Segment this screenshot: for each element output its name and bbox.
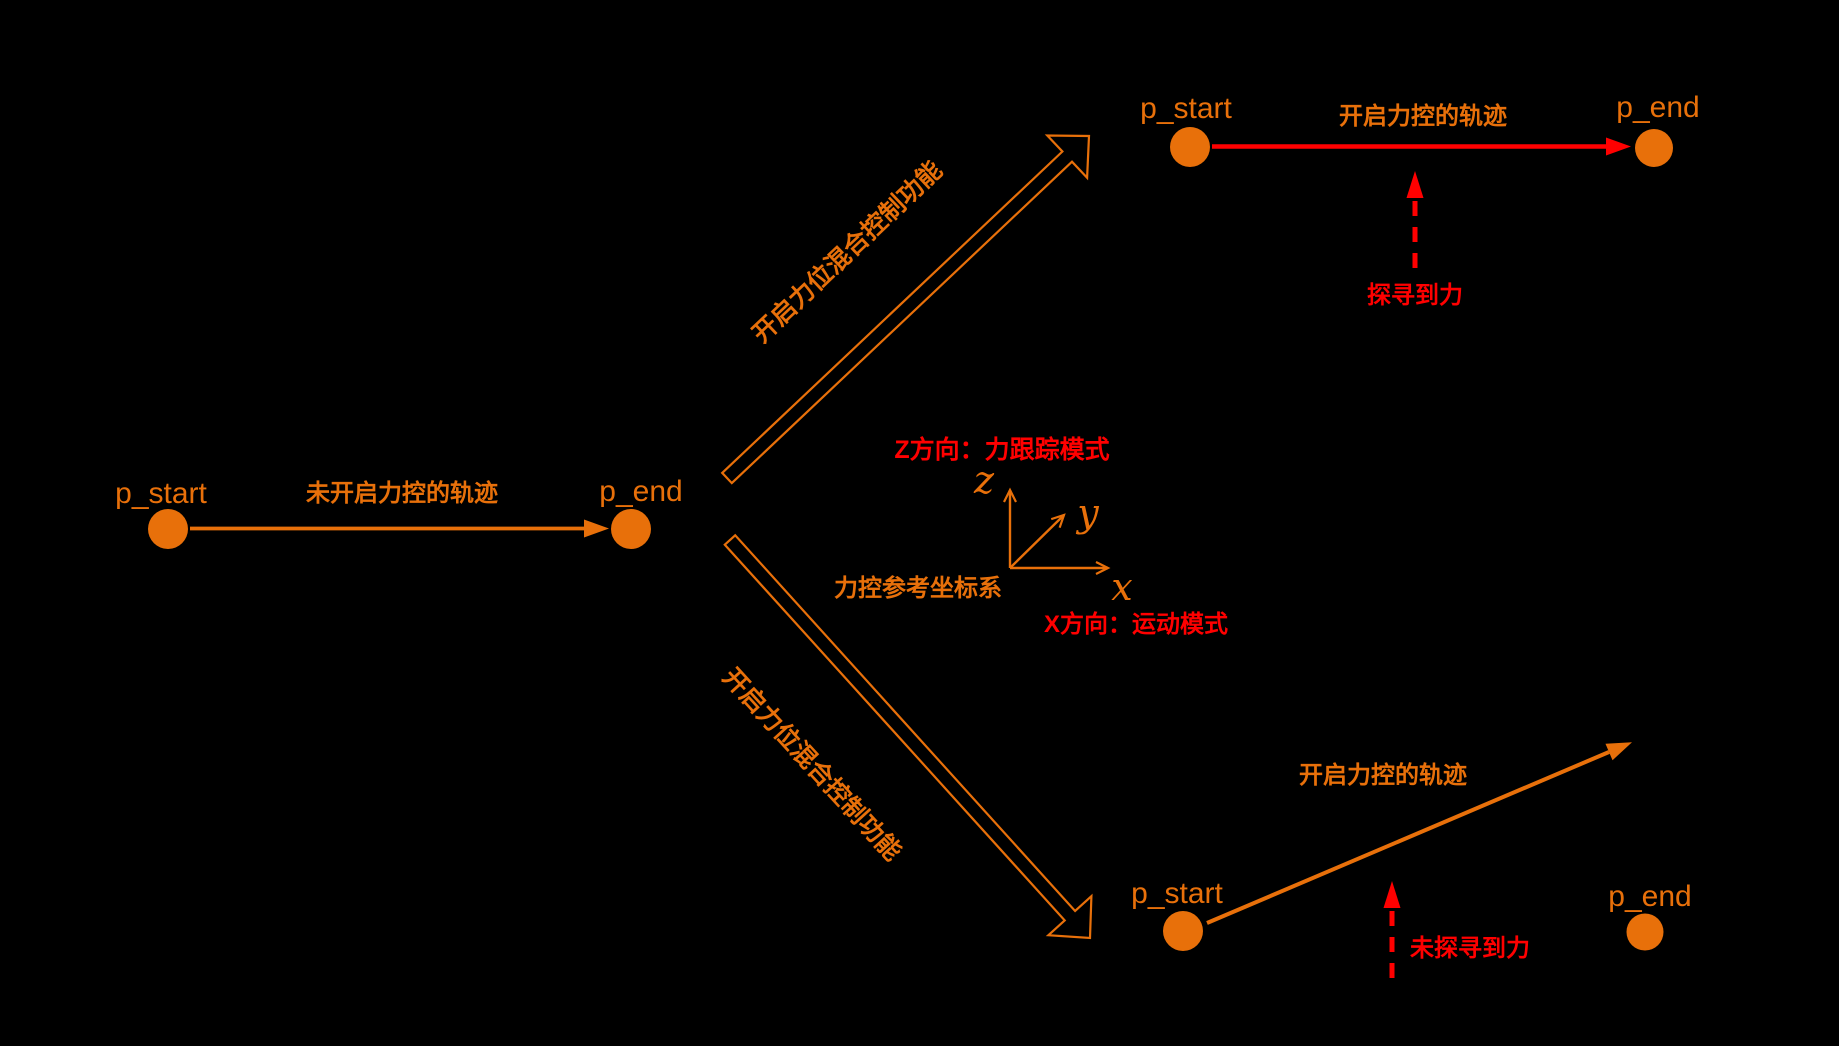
fd-trajectory-label: 开启力控的轨迹 xyxy=(1339,102,1507,130)
left-p-end-label: p_end xyxy=(599,475,682,508)
fnd-p-start-point xyxy=(1163,911,1203,951)
upper-block-arrow-label: 开启力位混合控制功能 xyxy=(746,155,947,348)
coordinate-system-caption: 力控参考坐标系 xyxy=(834,574,1002,602)
left-p-start-point xyxy=(148,509,188,549)
x-axis-letter: x xyxy=(1111,565,1132,609)
z-axis-letter: z xyxy=(973,458,995,502)
fnd-p-end-label: p_end xyxy=(1608,880,1691,913)
lower-block-arrow xyxy=(723,533,1093,940)
left-trajectory-label: 未开启力控的轨迹 xyxy=(306,479,498,507)
upper-block-arrow xyxy=(720,134,1091,485)
fnd-p-start-label: p_start xyxy=(1131,877,1223,910)
fnd-trajectory-arrow xyxy=(1206,742,1633,925)
z-mode-label: Z方向：力跟踪模式 xyxy=(894,435,1109,464)
fd-p-start-label: p_start xyxy=(1140,92,1232,125)
hybrid-control-arrows: 开启力位混合控制功能 开启力位混合控制功能 xyxy=(717,134,1093,940)
no-force-control-section: p_start 未开启力控的轨迹 p_end xyxy=(115,475,683,549)
fd-p-start-point xyxy=(1170,127,1210,167)
force-not-detected-section: p_start 开启力控的轨迹 未探寻到力 p_end xyxy=(1131,742,1692,978)
y-axis-letter: y xyxy=(1075,491,1099,535)
fnd-force-label: 未探寻到力 xyxy=(1410,935,1530,962)
left-p-start-label: p_start xyxy=(115,477,207,510)
x-mode-label: X方向：运动模式 xyxy=(1044,610,1228,638)
fd-force-label: 探寻到力 xyxy=(1367,282,1463,309)
fd-p-end-label: p_end xyxy=(1616,91,1699,124)
left-p-end-point xyxy=(611,509,651,549)
y-axis xyxy=(1009,513,1066,569)
coordinate-system: Z方向：力跟踪模式 z y x 力控参考坐标系 X方向：运动模式 xyxy=(834,435,1228,638)
fnd-trajectory-label: 开启力控的轨迹 xyxy=(1299,761,1467,789)
fd-p-end-point xyxy=(1635,129,1673,167)
force-detected-section: p_start 开启力控的轨迹 p_end 探寻到力 xyxy=(1140,91,1700,309)
fnd-p-end-point xyxy=(1626,913,1664,951)
